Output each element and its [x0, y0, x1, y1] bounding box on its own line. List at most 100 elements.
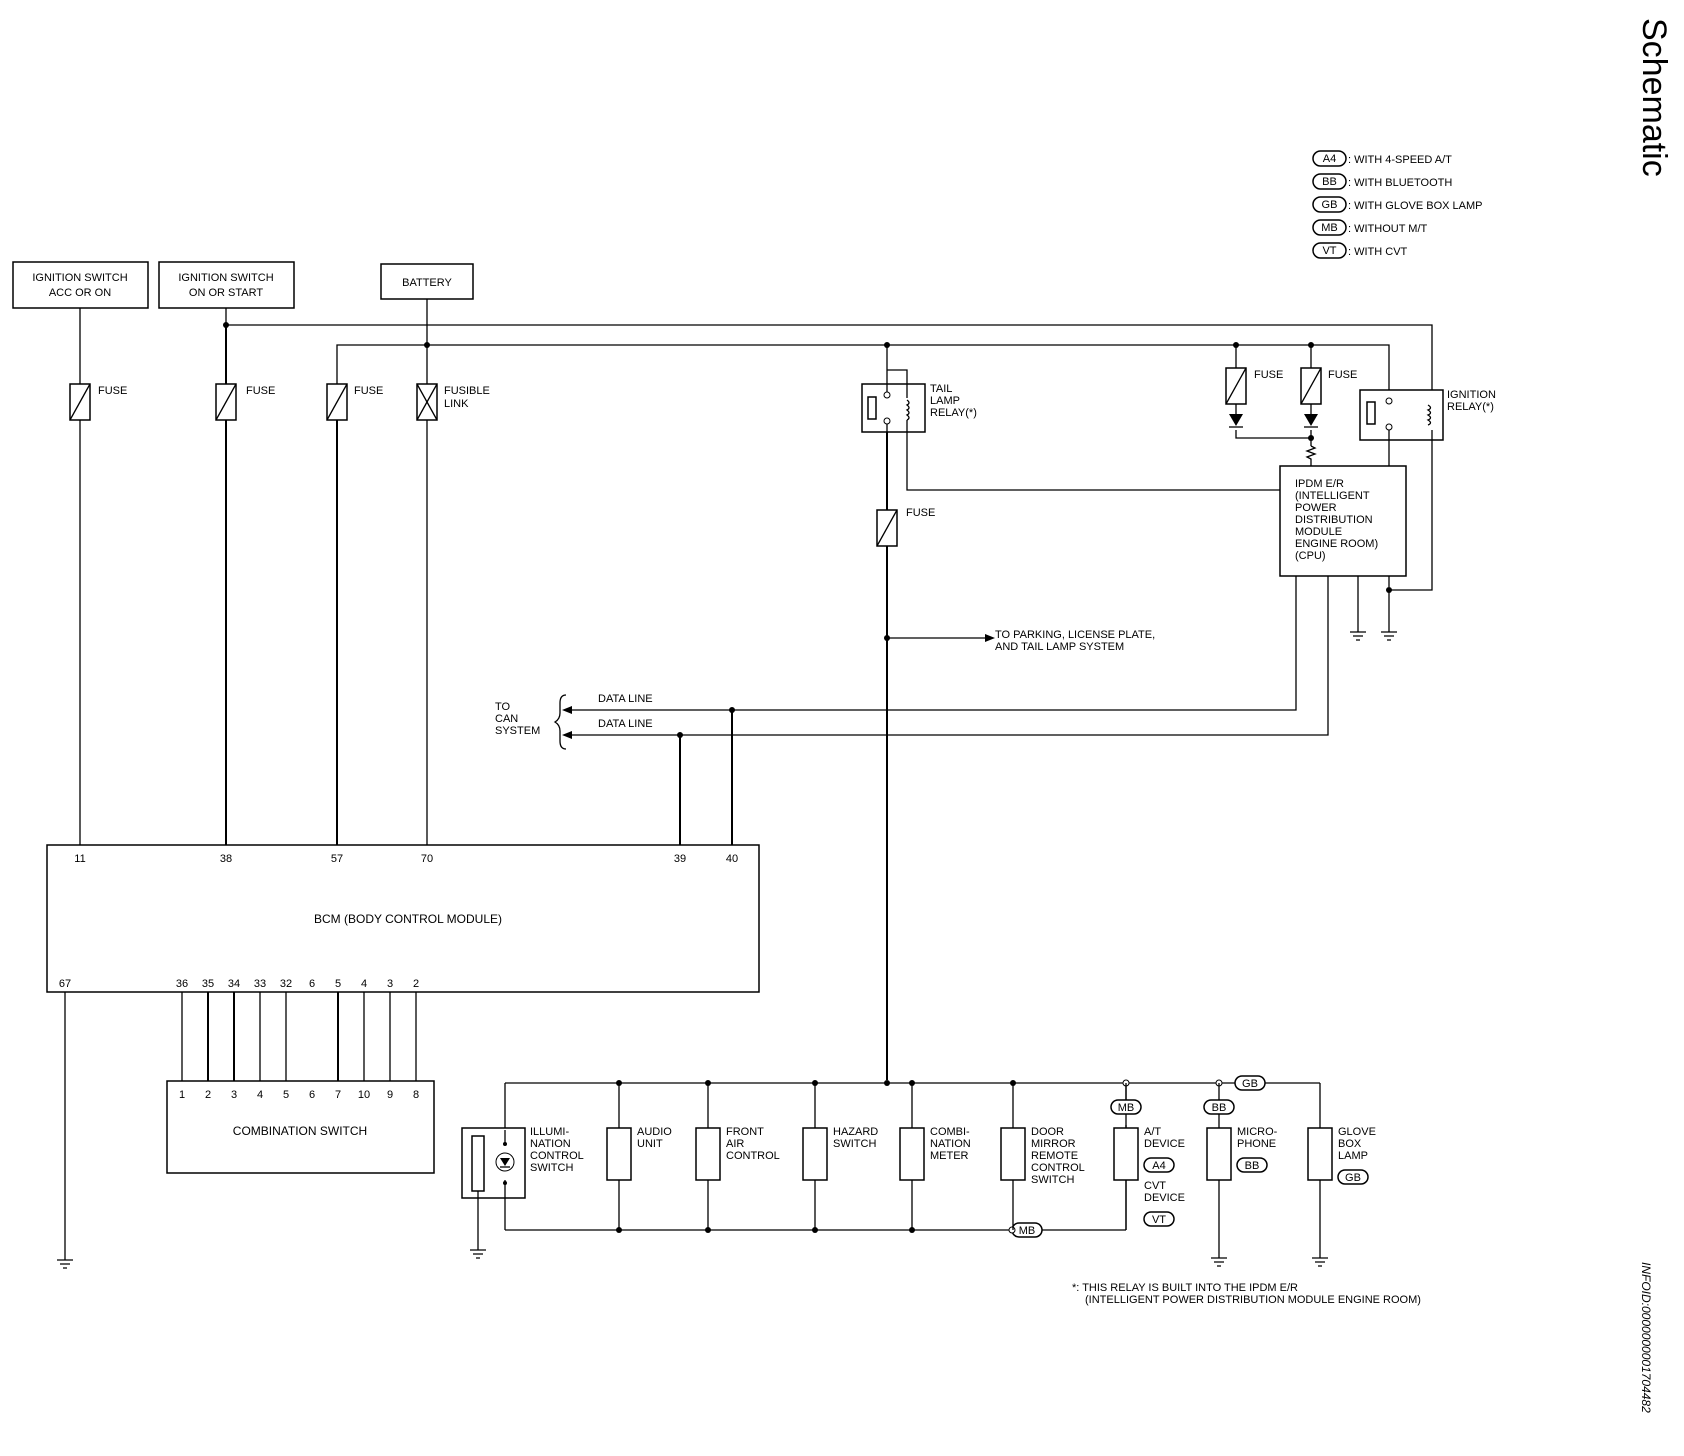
- svg-text:BB: BB: [1322, 176, 1337, 188]
- svg-text:MICRO-: MICRO-: [1237, 1126, 1278, 1138]
- svg-text:ACC OR ON: ACC OR ON: [49, 287, 111, 299]
- svg-text:6: 6: [309, 1089, 315, 1101]
- svg-text:TO PARKING, LICENSE PLATE,: TO PARKING, LICENSE PLATE,: [995, 629, 1155, 641]
- svg-text:SWITCH: SWITCH: [530, 1162, 573, 1174]
- svg-text:57: 57: [331, 853, 343, 865]
- svg-text:COMBINATION SWITCH: COMBINATION SWITCH: [233, 1124, 367, 1138]
- svg-text:CAN: CAN: [495, 713, 518, 725]
- source-ignition-on: IGNITION SWITCH ON OR START: [158, 261, 295, 309]
- svg-text:AND TAIL LAMP SYSTEM: AND TAIL LAMP SYSTEM: [995, 641, 1124, 653]
- data-line-2: DATA LINE: [598, 718, 653, 730]
- svg-text:6: 6: [309, 978, 315, 990]
- svg-text:DEVICE: DEVICE: [1144, 1138, 1185, 1150]
- svg-text:AUDIO: AUDIO: [637, 1126, 672, 1138]
- fuse-ipdm-2: FUSE: [1300, 367, 1357, 405]
- svg-text:39: 39: [674, 853, 686, 865]
- svg-text:8: 8: [413, 1089, 419, 1101]
- svg-text:5: 5: [335, 978, 341, 990]
- svg-text:GB: GB: [1345, 1172, 1361, 1184]
- svg-text:IGNITION SWITCH: IGNITION SWITCH: [178, 272, 273, 284]
- svg-text:10: 10: [358, 1089, 370, 1101]
- svg-text:A/T: A/T: [1144, 1126, 1161, 1138]
- svg-text:34: 34: [228, 978, 240, 990]
- svg-text:LINK: LINK: [444, 398, 469, 410]
- svg-text:40: 40: [726, 853, 738, 865]
- audio-unit: AUDIO UNIT: [606, 1083, 672, 1230]
- combination-meter: COMBI- NATION METER: [899, 1083, 971, 1230]
- svg-text:BB: BB: [1245, 1160, 1260, 1172]
- legend-item-vt: VT : WITH CVT: [1312, 242, 1408, 259]
- svg-text:32: 32: [280, 978, 292, 990]
- info-id: INFOID:0000000001704482: [1639, 1262, 1653, 1413]
- legend-item-a4: A4 : WITH 4-SPEED A/T: [1312, 150, 1452, 167]
- legend: A4 : WITH 4-SPEED A/T BB : WITH BLUETOOT…: [1312, 150, 1482, 259]
- svg-text:9: 9: [387, 1089, 393, 1101]
- svg-text:: WITH 4-SPEED A/T: : WITH 4-SPEED A/T: [1348, 154, 1452, 166]
- svg-text:MODULE: MODULE: [1295, 526, 1342, 538]
- svg-text:(CPU): (CPU): [1295, 550, 1326, 562]
- svg-text:FUSE: FUSE: [1328, 369, 1357, 381]
- svg-text:: WITHOUT M/T: : WITHOUT M/T: [1348, 223, 1428, 235]
- svg-text:CONTROL: CONTROL: [726, 1150, 780, 1162]
- svg-text:4: 4: [257, 1089, 263, 1101]
- ignition-relay: IGNITION RELAY(*): [1359, 389, 1496, 591]
- svg-text:3: 3: [231, 1089, 237, 1101]
- ipdm-er: IPDM E/R (INTELLIGENT POWER DISTRIBUTION…: [1279, 465, 1407, 577]
- fuse-ipdm-1: FUSE: [1225, 367, 1283, 405]
- svg-text:MB: MB: [1118, 1102, 1135, 1114]
- svg-text:ILLUMI-: ILLUMI-: [530, 1126, 569, 1138]
- svg-text:BB: BB: [1212, 1102, 1227, 1114]
- data-line-1: DATA LINE: [598, 693, 653, 705]
- svg-text:(INTELLIGENT POWER DISTRIBUTIO: (INTELLIGENT POWER DISTRIBUTION MODULE E…: [1085, 1294, 1421, 1306]
- ground-symbol: [1350, 631, 1397, 641]
- svg-text:MB: MB: [1321, 222, 1338, 234]
- page-title: Schematic: [1635, 18, 1673, 177]
- svg-text:HAZARD: HAZARD: [833, 1126, 878, 1138]
- svg-text:(INTELLIGENT: (INTELLIGENT: [1295, 490, 1370, 502]
- svg-text:A4: A4: [1152, 1160, 1165, 1172]
- svg-text:VT: VT: [1152, 1214, 1166, 1226]
- svg-text:COMBI-: COMBI-: [930, 1126, 970, 1138]
- svg-text:LAMP: LAMP: [930, 395, 960, 407]
- hazard-switch: HAZARD SWITCH: [802, 1083, 878, 1230]
- svg-text:GB: GB: [1242, 1078, 1258, 1090]
- legend-item-gb: GB : WITH GLOVE BOX LAMP: [1312, 196, 1482, 213]
- front-air-control: FRONT AIR CONTROL: [695, 1083, 780, 1230]
- svg-text:MB: MB: [1019, 1225, 1036, 1237]
- svg-text:POWER: POWER: [1295, 502, 1337, 514]
- svg-text:DISTRIBUTION: DISTRIBUTION: [1295, 514, 1373, 526]
- svg-text:TAIL: TAIL: [930, 383, 952, 395]
- svg-text:36: 36: [176, 978, 188, 990]
- svg-text:5: 5: [283, 1089, 289, 1101]
- svg-text:1: 1: [179, 1089, 185, 1101]
- svg-text:CONTROL: CONTROL: [1031, 1162, 1085, 1174]
- svg-text:: WITH GLOVE BOX LAMP: : WITH GLOVE BOX LAMP: [1348, 200, 1482, 212]
- svg-text:VT: VT: [1322, 245, 1336, 257]
- svg-text:4: 4: [361, 978, 367, 990]
- tail-lamp-relay: TAIL LAMP RELAY(*): [861, 345, 1280, 491]
- svg-text:FUSIBLE: FUSIBLE: [444, 385, 490, 397]
- svg-text:GB: GB: [1322, 199, 1338, 211]
- svg-text:BCM (BODY CONTROL MODULE): BCM (BODY CONTROL MODULE): [314, 912, 502, 926]
- svg-text:38: 38: [220, 853, 232, 865]
- svg-text:REMOTE: REMOTE: [1031, 1150, 1078, 1162]
- to-can-system: TO CAN SYSTEM: [495, 701, 540, 737]
- ign-on-bus: [225, 308, 1433, 405]
- svg-text:UNIT: UNIT: [637, 1138, 663, 1150]
- svg-text:A4: A4: [1323, 153, 1336, 165]
- svg-text:NATION: NATION: [930, 1138, 971, 1150]
- svg-text:MIRROR: MIRROR: [1031, 1138, 1076, 1150]
- svg-text:67: 67: [59, 978, 71, 990]
- svg-text:RELAY(*): RELAY(*): [1447, 401, 1494, 413]
- svg-text:BOX: BOX: [1338, 1138, 1362, 1150]
- svg-text:IGNITION: IGNITION: [1447, 389, 1496, 401]
- svg-text:IPDM E/R: IPDM E/R: [1295, 478, 1344, 490]
- svg-text:35: 35: [202, 978, 214, 990]
- fusible-link: FUSIBLE LINK: [416, 383, 490, 421]
- svg-text:PHONE: PHONE: [1237, 1138, 1276, 1150]
- svg-text:SYSTEM: SYSTEM: [495, 725, 540, 737]
- svg-text:FUSE: FUSE: [1254, 369, 1283, 381]
- svg-text:2: 2: [205, 1089, 211, 1101]
- svg-text:*: THIS RELAY IS BUILT INTO TH: *: THIS RELAY IS BUILT INTO THE IPDM E/R: [1072, 1282, 1298, 1294]
- tag-mb-bottom: MB: [1011, 1222, 1043, 1238]
